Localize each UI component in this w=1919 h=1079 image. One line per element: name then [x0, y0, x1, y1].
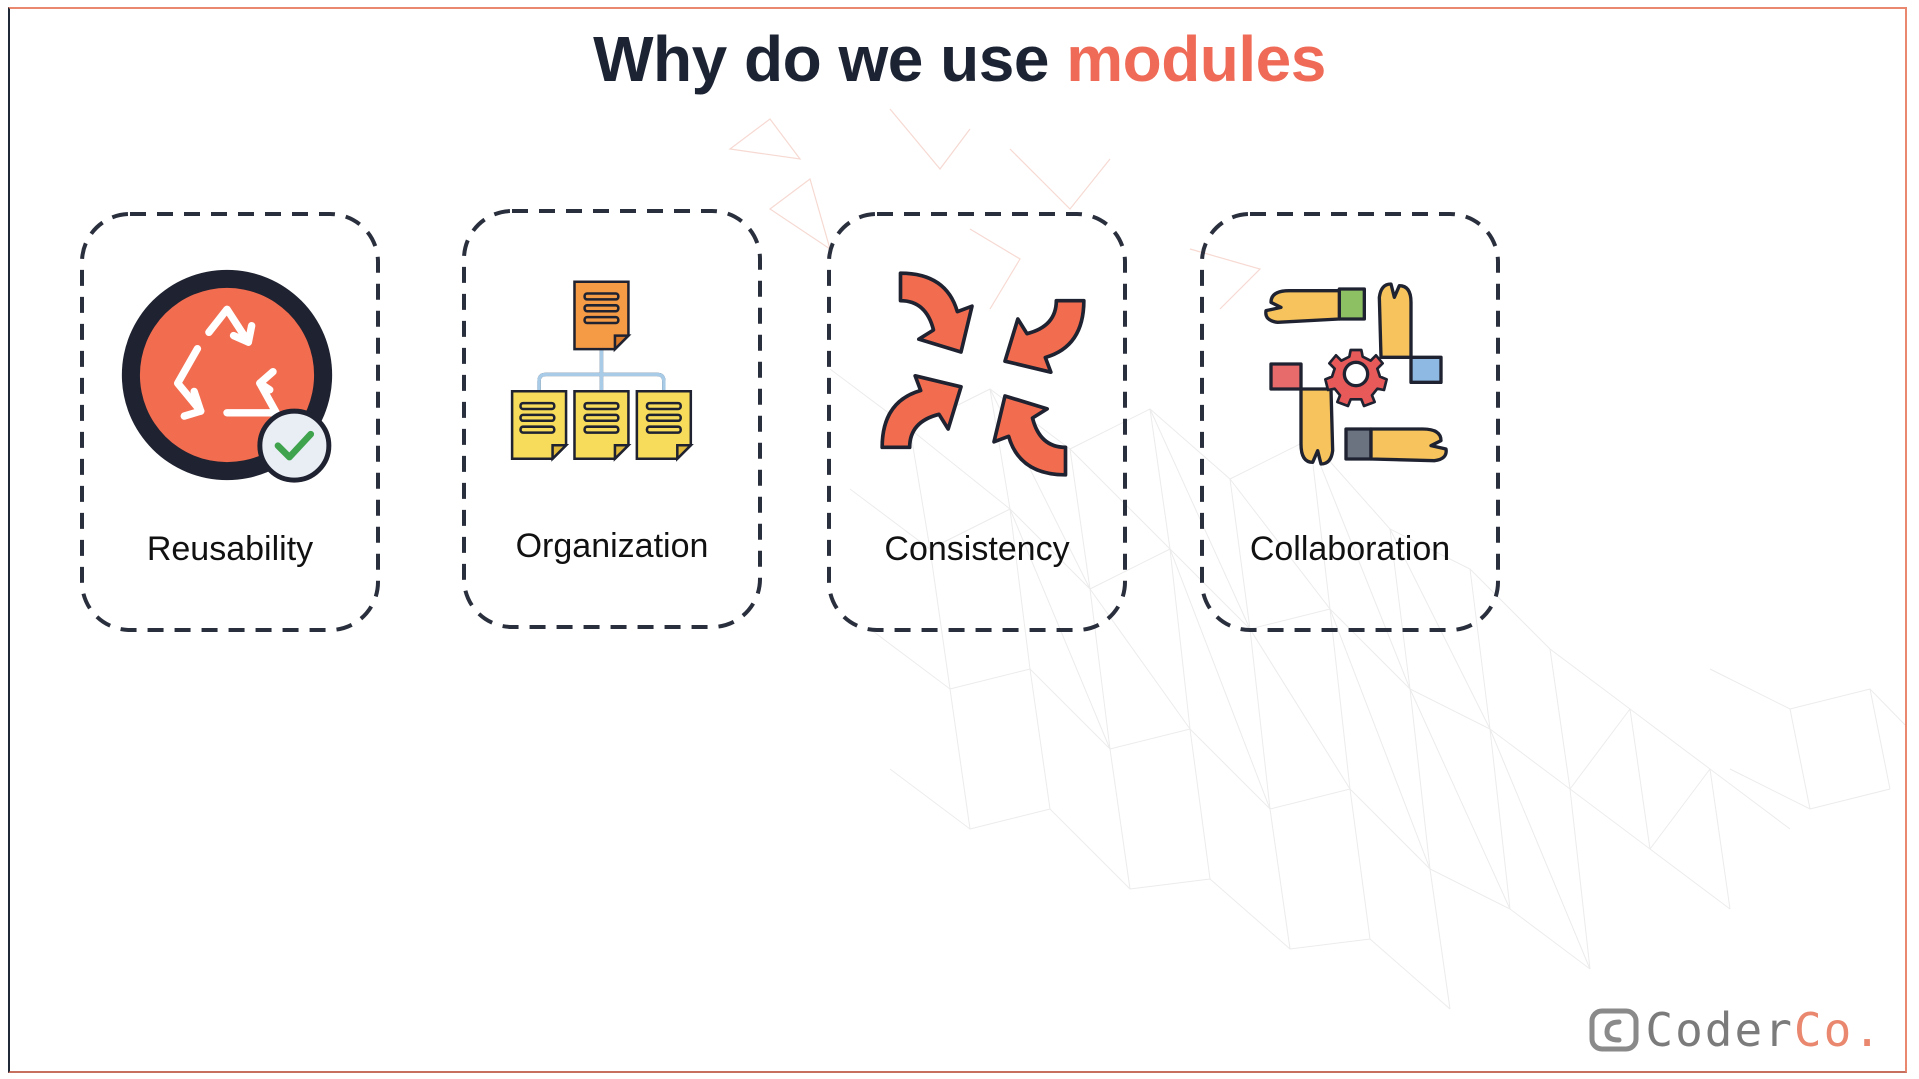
logo-text-main: Coder: [1645, 1003, 1794, 1057]
dashed-frame: [80, 212, 380, 632]
recycle-check-icon: [121, 269, 333, 483]
card-reusability: Reusability: [80, 212, 440, 722]
dashed-frame: [827, 212, 1127, 632]
slide-title: Why do we use modules: [0, 22, 1919, 96]
hands-gear-icon: [1264, 282, 1448, 466]
converging-arrows-icon: [880, 271, 1086, 477]
card-label: Consistency: [884, 530, 1070, 568]
folder-hierarchy-icon: [510, 280, 694, 462]
card-label: Organization: [515, 527, 709, 565]
dashed-frame: [1200, 212, 1500, 632]
card-organization: Organization: [462, 209, 822, 719]
dashed-frame: [462, 209, 762, 629]
card-consistency: Consistency: [827, 212, 1187, 722]
title-accent: modules: [1066, 23, 1326, 95]
card-label: Collaboration: [1249, 530, 1451, 568]
coderco-logo-mark-icon: [1589, 1008, 1639, 1052]
logo-text-accent: Co.: [1793, 1003, 1883, 1057]
title-main: Why do we use: [593, 23, 1049, 95]
slide: Reusability: [8, 7, 1907, 1073]
card-collaboration: Collaboration: [1200, 212, 1560, 722]
card-label: Reusability: [146, 530, 314, 568]
